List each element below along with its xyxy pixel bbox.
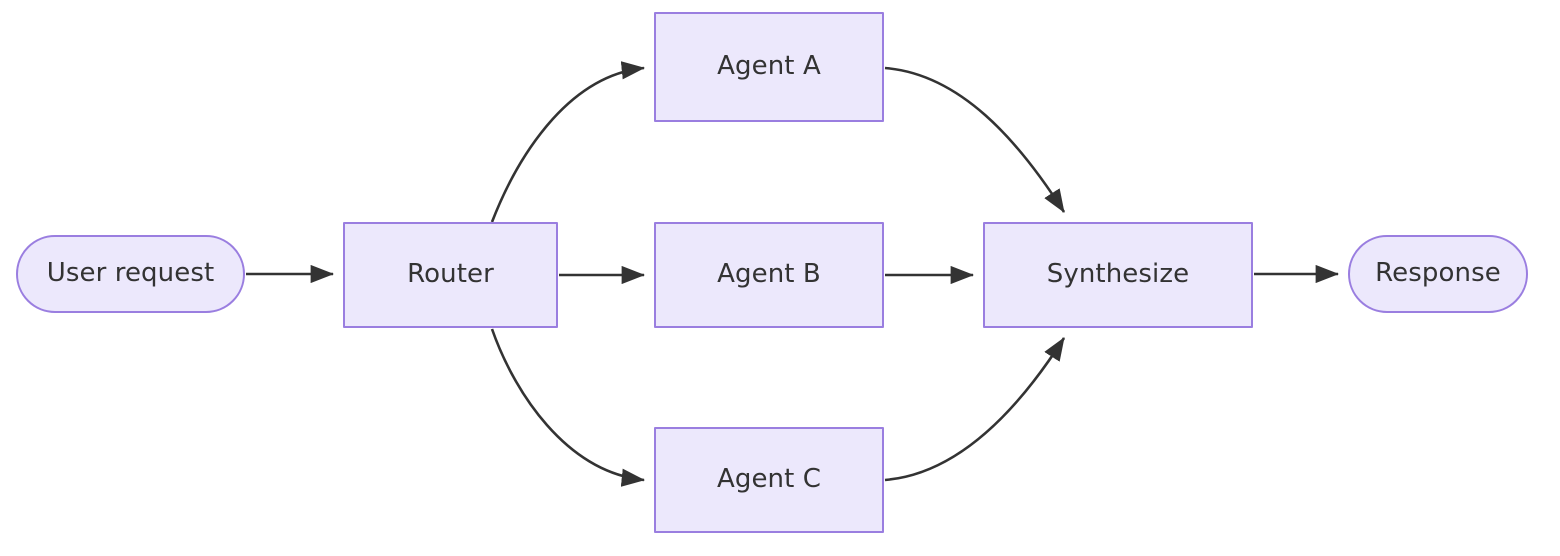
- node-agent-b-label: Agent B: [717, 259, 821, 289]
- node-router-label: Router: [407, 259, 494, 289]
- node-agent-c-label: Agent C: [716, 464, 822, 494]
- node-agent-b[interactable]: Agent B: [654, 222, 884, 328]
- edge-router-to-agent-a: [490, 61, 646, 223]
- node-synthesize[interactable]: Synthesize: [983, 222, 1253, 328]
- node-router[interactable]: Router: [343, 222, 558, 328]
- edge-agent-c-to-synthesize: [884, 337, 1066, 482]
- node-response[interactable]: Response: [1348, 235, 1528, 313]
- edge-agent-a-to-synthesize: [884, 66, 1066, 213]
- node-response-label: Response: [1375, 258, 1501, 288]
- node-user-request-label: User request: [46, 258, 215, 288]
- edge-router-to-agent-c: [490, 328, 646, 487]
- node-synthesize-label: Synthesize: [1046, 259, 1190, 289]
- node-agent-c[interactable]: Agent C: [654, 427, 884, 533]
- node-agent-a-label: Agent A: [717, 51, 821, 81]
- node-agent-a[interactable]: Agent A: [654, 12, 884, 122]
- node-user-request[interactable]: User request: [16, 235, 245, 313]
